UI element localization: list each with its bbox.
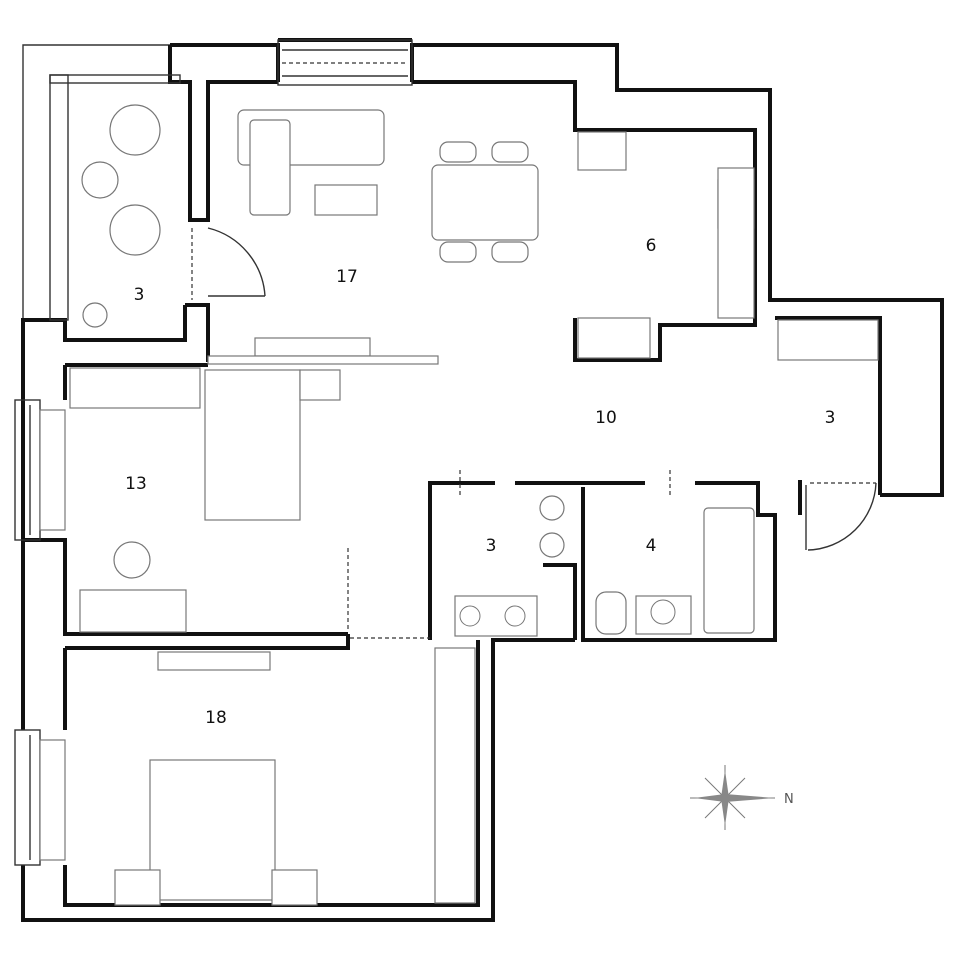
desk: [79, 589, 187, 633]
nightstand: [114, 869, 161, 906]
living-furniture: [207, 109, 539, 365]
washer-dryer: [454, 595, 538, 637]
room-area-entry: 3: [825, 408, 836, 428]
room-area-bedroom-1: 13: [125, 474, 147, 494]
plant-icon: [82, 302, 108, 328]
nightstand: [271, 869, 318, 906]
balcony-glazing: [49, 74, 69, 321]
room-area-hall: 10: [595, 408, 617, 428]
doors: [191, 227, 877, 639]
vanity: [635, 595, 692, 635]
bar-counter: [207, 355, 439, 365]
armchair: [109, 104, 161, 156]
entry-wardrobe: [777, 319, 879, 361]
room-area-bathroom: 4: [646, 536, 657, 556]
room-area-balcony: 3: [134, 285, 145, 305]
bed: [204, 369, 301, 521]
entry-furniture: [777, 319, 879, 361]
sofa-chaise: [249, 119, 291, 216]
window-living: [277, 39, 413, 86]
wardrobe: [434, 647, 476, 904]
room-area-wc: 3: [486, 536, 497, 556]
radiator: [39, 409, 66, 531]
kitchen-furniture: [577, 131, 755, 359]
dining-table: [431, 164, 539, 241]
room-area-kitchen: 6: [646, 236, 657, 256]
armchair: [109, 204, 161, 256]
tv-unit: [254, 337, 371, 357]
bathtub: [703, 507, 755, 634]
bedroom-2-furniture: [39, 647, 476, 906]
bedroom-1-furniture: [39, 367, 341, 633]
fridge: [577, 131, 627, 171]
balcony-furniture: [81, 104, 161, 328]
room-area-living: 17: [336, 267, 358, 287]
window-bedroom-1: [14, 399, 41, 541]
coffee-table: [314, 184, 378, 216]
walls: [21, 38, 944, 922]
window-bedroom-2: [14, 729, 41, 866]
nightstand: [299, 369, 341, 401]
counter: [717, 167, 755, 319]
wardrobe: [69, 367, 201, 409]
compass-rose-icon: [690, 765, 775, 830]
tv-unit: [157, 651, 271, 671]
sink: [539, 532, 565, 558]
compass-label: N: [784, 792, 794, 807]
bathroom-furniture: [595, 507, 755, 635]
chair: [113, 541, 151, 579]
bed: [149, 759, 276, 901]
room-area-bedroom-2: 18: [205, 708, 227, 728]
toilet: [595, 591, 627, 635]
sink: [539, 495, 565, 521]
radiator: [39, 739, 66, 861]
sink: [577, 317, 651, 359]
wc-furniture: [454, 495, 565, 637]
side-table: [81, 161, 119, 199]
